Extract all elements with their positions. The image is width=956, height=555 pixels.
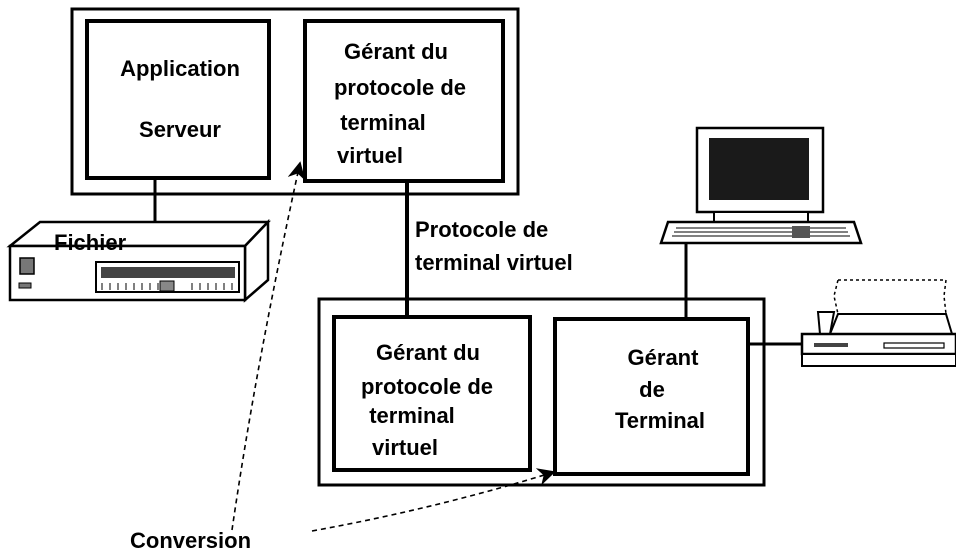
terminal-manager-line2: de — [639, 377, 665, 402]
conversion-arrow-server — [231, 161, 306, 531]
client-vt-manager-line1: Gérant du — [376, 340, 480, 365]
server-application-sublabel: Serveur — [139, 117, 221, 142]
server-vt-manager-line1: Gérant du — [344, 39, 448, 64]
conversion-label: Conversion — [130, 528, 251, 553]
conversion-arrow-client — [311, 468, 556, 532]
printer-icon — [800, 279, 956, 367]
terminal-manager-line1: Gérant — [628, 345, 700, 370]
terminal-manager-line3: Terminal — [615, 408, 705, 433]
server-application-label: Application — [120, 56, 240, 81]
terminal-manager-box — [553, 317, 750, 476]
protocol-label-line2: terminal virtuel — [415, 250, 573, 275]
file-label: Fichier — [54, 230, 127, 255]
client-vt-manager-line2: protocole de — [361, 374, 493, 399]
server-vt-manager-box — [303, 19, 505, 183]
server-vt-manager-line3: terminal — [340, 110, 426, 135]
file-server-icon — [6, 218, 271, 303]
client-vt-manager-line4: virtuel — [372, 435, 438, 460]
server-host-frame — [70, 7, 520, 196]
server-vt-manager-line2: protocole de — [334, 75, 466, 100]
server-vt-manager-line4: virtuel — [337, 143, 403, 168]
client-vt-manager-line3: terminal — [369, 403, 455, 428]
server-application-box — [85, 19, 271, 180]
client-vt-manager-box — [332, 315, 532, 472]
protocol-label-line1: Protocole de — [415, 217, 548, 242]
computer-terminal-icon — [659, 126, 863, 245]
